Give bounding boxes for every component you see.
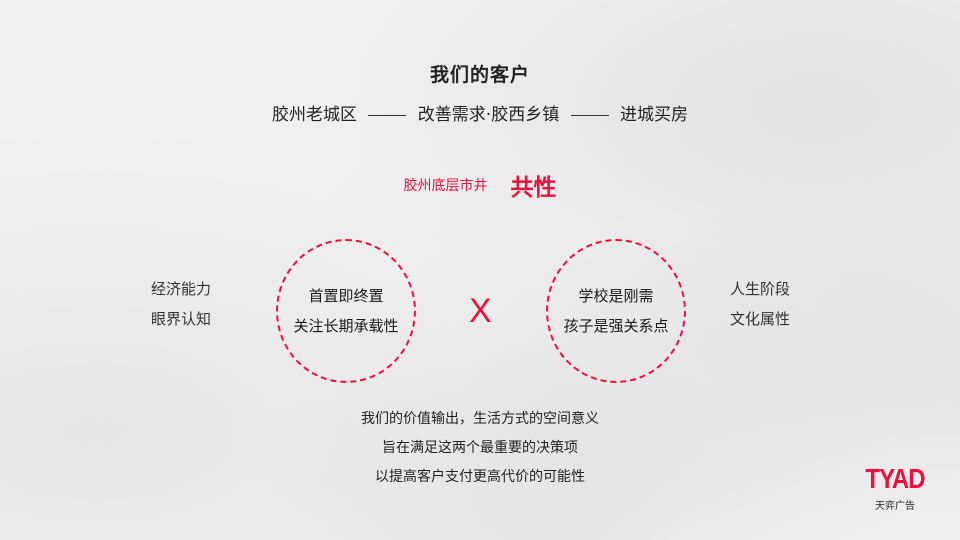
- dash-divider: [570, 114, 609, 116]
- customer-path: 胶州老城区 改善需求·胶西乡镇 进城买房: [0, 100, 960, 125]
- slide-title: 我们的客户: [429, 64, 530, 86]
- left-circle: 首置即终置 关注长期承载性: [276, 239, 416, 383]
- dash-divider: [368, 114, 407, 116]
- conclusion-line-2: 旨在满足这两个最重要的决策项: [382, 440, 578, 456]
- factor-vision: 眼界认知: [151, 310, 212, 328]
- commonality-emphasis: 共性: [510, 175, 557, 201]
- path-destination: 进城买房: [620, 105, 689, 125]
- factor-life-stage: 人生阶段: [730, 280, 791, 298]
- company-logo: TYAD 天弈广告: [860, 463, 930, 512]
- commonality-label: 胶州底层市井: [403, 178, 488, 194]
- left-factors: 经济能力 眼界认知: [151, 274, 211, 334]
- path-middle: 改善需求·胶西乡镇: [417, 105, 560, 125]
- commonality-heading: 胶州底层市井 共性: [0, 168, 960, 202]
- logo-mark: TYAD: [865, 463, 925, 495]
- right-circle: 学校是刚需 孩子是强关系点: [546, 239, 686, 383]
- multiply-icon: X: [469, 292, 492, 330]
- factor-economic: 经济能力: [151, 280, 212, 298]
- left-circle-line-2: 关注长期承载性: [293, 317, 399, 335]
- factor-culture: 文化属性: [730, 310, 791, 328]
- conclusion-line-1: 我们的价值输出，生活方式的空间意义: [361, 411, 599, 427]
- right-circle-line-2: 孩子是强关系点: [563, 317, 669, 335]
- conclusion-line-3: 以提高客户支付更高代价的可能性: [375, 469, 585, 485]
- left-circle-line-1: 首置即终置: [308, 287, 384, 305]
- logo-name: 天弈广告: [875, 501, 915, 512]
- right-circle-line-1: 学校是刚需: [578, 287, 654, 305]
- conclusion: 我们的价值输出，生活方式的空间意义 旨在满足这两个最重要的决策项 以提高客户支付…: [0, 405, 960, 492]
- right-factors: 人生阶段 文化属性: [730, 274, 790, 334]
- path-origin: 胶州老城区: [271, 105, 357, 125]
